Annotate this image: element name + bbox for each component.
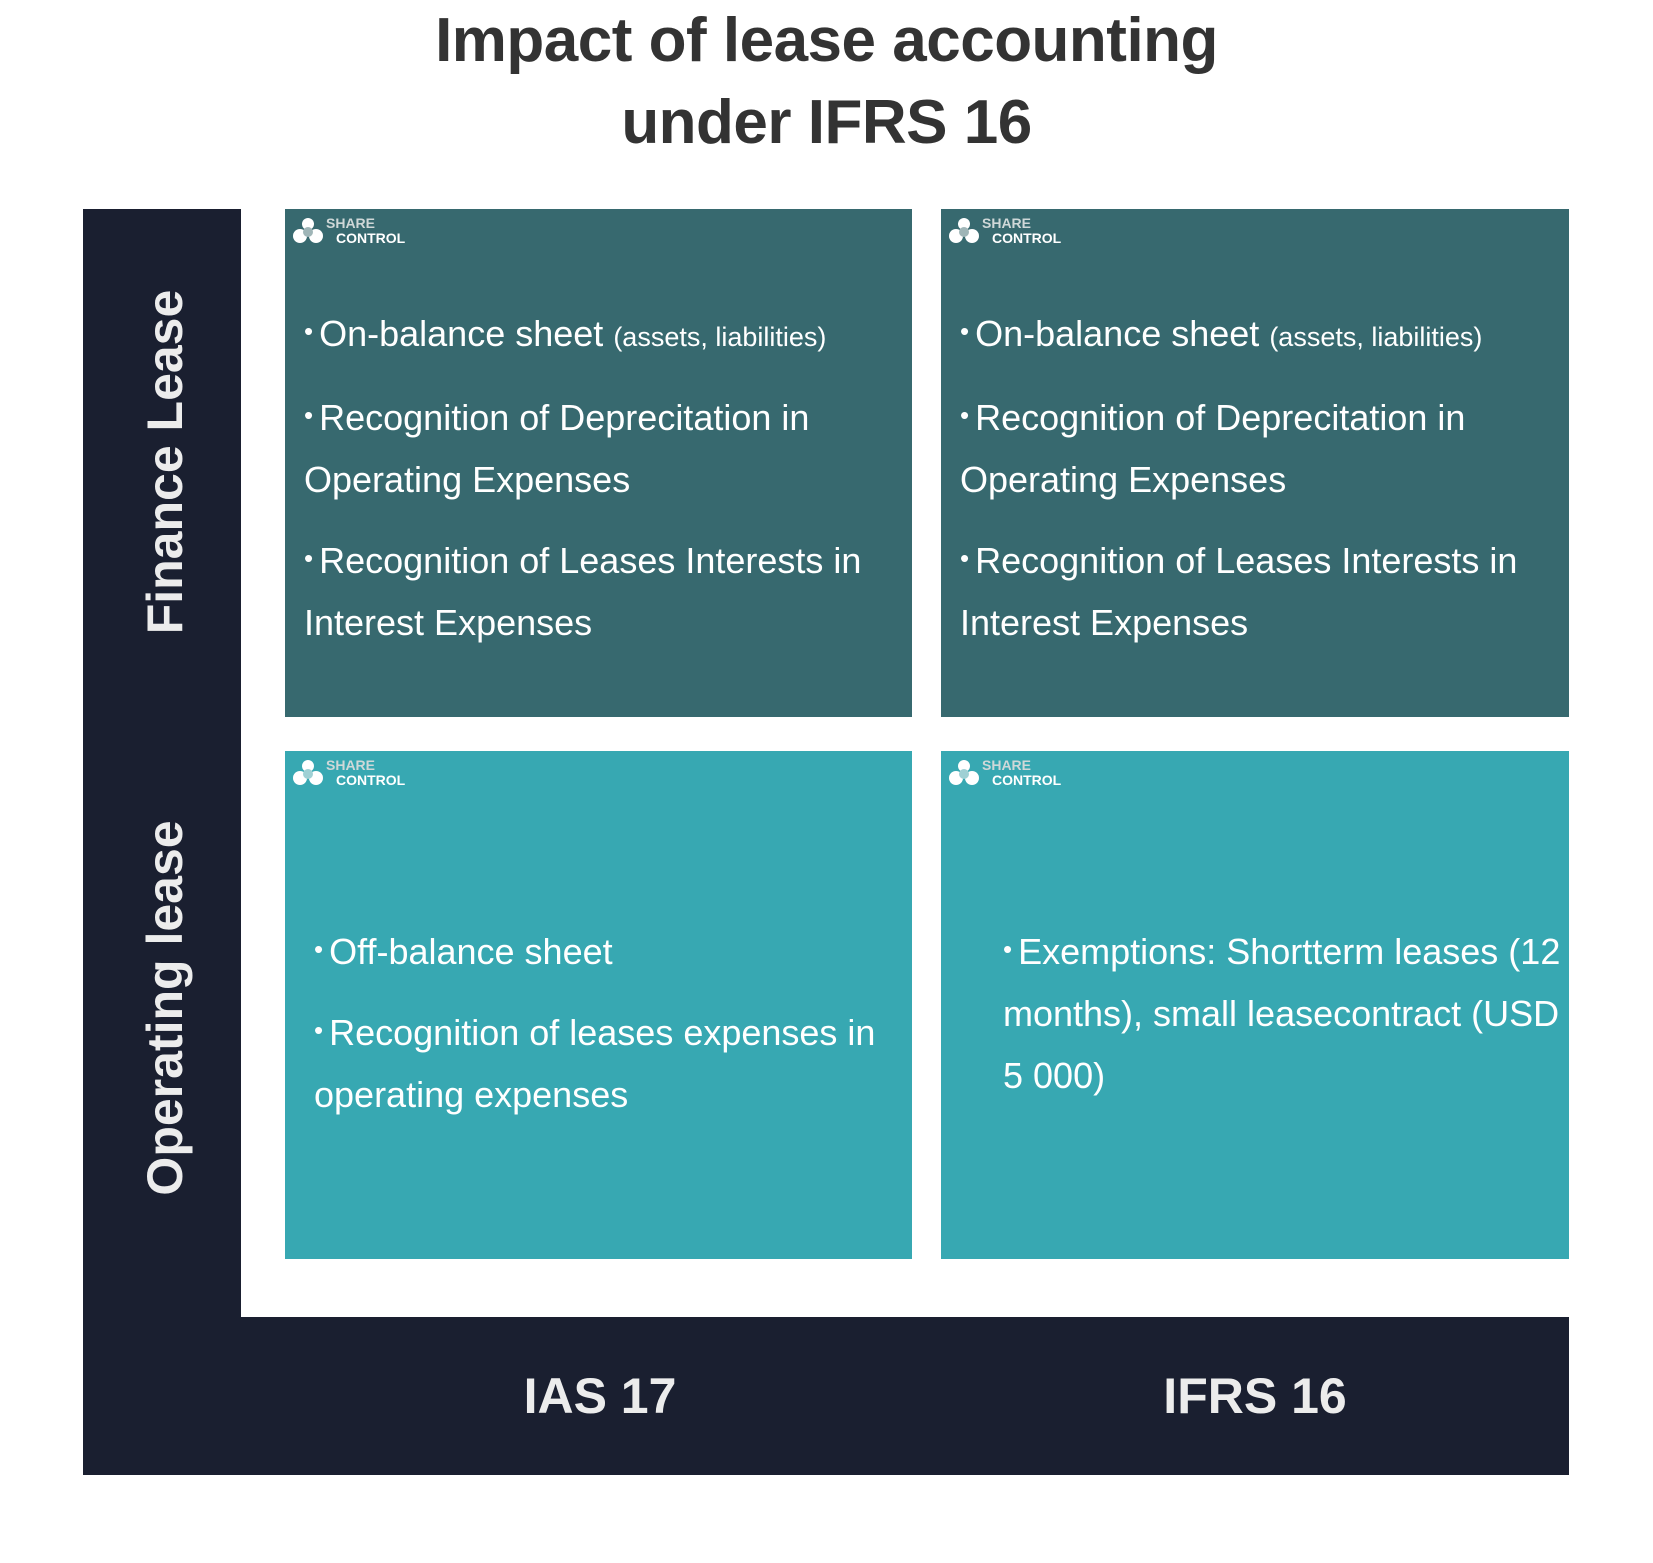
bullet-item: •Recognition of Deprecitation in Operati… bbox=[960, 397, 1466, 500]
bullet-list: •Exemptions: Shortterm leases (12 months… bbox=[1003, 918, 1569, 1123]
row-axis-bar bbox=[83, 209, 241, 1475]
logo-text-share: SHARE bbox=[982, 757, 1032, 773]
share-control-logo-icon bbox=[293, 760, 323, 785]
bullet-item: •Recognition of Deprecitation in Operati… bbox=[304, 397, 810, 500]
bullet-item: •Recognition of leases expenses in opera… bbox=[314, 1012, 876, 1115]
logo-text-share: SHARE bbox=[982, 215, 1032, 231]
column-axis-bar bbox=[83, 1317, 1569, 1475]
share-control-logo: SHARE CONTROL bbox=[948, 216, 1061, 246]
share-control-logo: SHARE CONTROL bbox=[292, 216, 405, 246]
panel-finance-ias17: SHARE CONTROL •On-balance sheet (assets,… bbox=[285, 209, 912, 717]
row-label-operating-lease: Operating lease bbox=[137, 820, 193, 1196]
share-control-logo: SHARE CONTROL bbox=[292, 758, 405, 788]
bullet-item: •Recognition of Leases Interests in Inte… bbox=[304, 540, 862, 643]
bullet-list: •On-balance sheet (assets, liabilities) … bbox=[960, 300, 1560, 670]
bullet-list: •On-balance sheet (assets, liabilities) … bbox=[304, 300, 904, 670]
column-label-ias-17: IAS 17 bbox=[523, 1368, 677, 1424]
bullet-item: •Off-balance sheet bbox=[314, 931, 613, 972]
logo-text-control: CONTROL bbox=[992, 230, 1062, 246]
share-control-logo-icon bbox=[949, 218, 979, 243]
share-control-logo: SHARE CONTROL bbox=[948, 758, 1061, 788]
share-control-logo-icon bbox=[949, 760, 979, 785]
title-line-2: under IFRS 16 bbox=[621, 88, 1032, 157]
bullet-item: •On-balance sheet (assets, liabilities) bbox=[304, 313, 827, 354]
logo-text-share: SHARE bbox=[326, 215, 376, 231]
panel-finance-ifrs16: SHARE CONTROL •On-balance sheet (assets,… bbox=[941, 209, 1569, 717]
bullet-item: •On-balance sheet (assets, liabilities) bbox=[960, 313, 1483, 354]
row-label-finance-lease: Finance Lease bbox=[137, 289, 193, 635]
share-control-logo-icon bbox=[293, 218, 323, 243]
title-line-1: Impact of lease accounting bbox=[435, 6, 1218, 75]
panel-operating-ias17: SHARE CONTROL •Off-balance sheet •Recogn… bbox=[285, 751, 912, 1259]
page-title: Impact of lease accounting under IFRS 16 bbox=[0, 0, 1653, 164]
bullet-list: •Off-balance sheet •Recognition of lease… bbox=[314, 918, 904, 1142]
bullet-item: •Exemptions: Shortterm leases (12 months… bbox=[1003, 931, 1561, 1096]
logo-text-control: CONTROL bbox=[336, 230, 406, 246]
logo-text-control: CONTROL bbox=[992, 772, 1062, 788]
panel-operating-ifrs16: SHARE CONTROL •Exemptions: Shortterm lea… bbox=[941, 751, 1569, 1259]
logo-text-control: CONTROL bbox=[336, 772, 406, 788]
logo-text-share: SHARE bbox=[326, 757, 376, 773]
bullet-item: •Recognition of Leases Interests in Inte… bbox=[960, 540, 1518, 643]
column-label-ifrs-16: IFRS 16 bbox=[1163, 1368, 1347, 1424]
